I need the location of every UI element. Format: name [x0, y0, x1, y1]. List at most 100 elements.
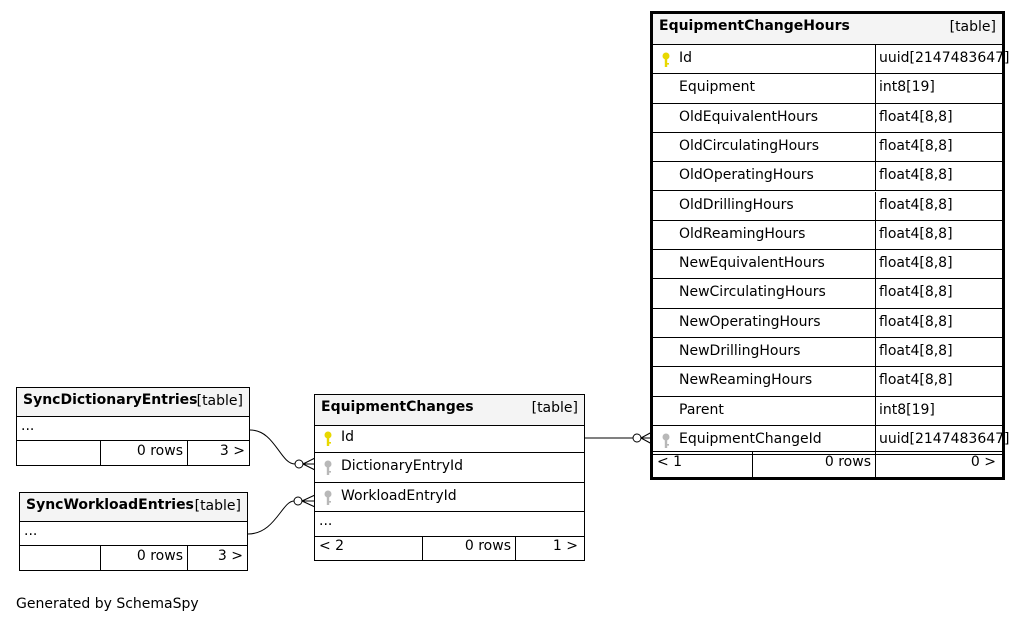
column-row[interactable]: Parent int8[19]: [653, 396, 1002, 426]
column-row[interactable]: DictionaryEntryId: [315, 453, 584, 483]
column-type: float4[8,8]: [879, 137, 953, 154]
children-count: 3 >: [217, 548, 243, 564]
column-type: int8[19]: [879, 401, 935, 418]
foreign-key-icon: [662, 433, 670, 448]
column-row[interactable]: OldDrillingHours float4[8,8]: [653, 191, 1002, 221]
column-name: OldCirculatingHours: [679, 137, 820, 154]
row-count: 0 rows: [136, 443, 183, 459]
column-type: int8[19]: [879, 79, 935, 96]
primary-key-icon: [662, 52, 670, 67]
column-type: float4[8,8]: [879, 255, 953, 272]
column-row[interactable]: Id: [315, 424, 584, 454]
table-syncworkloadentries[interactable]: SyncWorkloadEntries [table] ... 0 rows 3…: [19, 492, 248, 571]
table-ellipsis-row: ...: [17, 417, 249, 441]
column-name: NewDrillingHours: [679, 343, 801, 359]
column-name: NewReamingHours: [679, 372, 813, 389]
column-divider: [875, 338, 876, 368]
ellipsis: ...: [21, 418, 35, 434]
column-name: NewOperatingHours: [679, 313, 821, 330]
column-row[interactable]: OldOperatingHours float4[8,8]: [653, 162, 1002, 192]
primary-key-icon: [324, 431, 332, 446]
table-name: SyncWorkloadEntries: [26, 497, 194, 513]
table-header: EquipmentChangeHours [table]: [653, 14, 1002, 45]
table-kind: [table]: [194, 498, 241, 514]
column-divider: [875, 396, 876, 426]
column-divider: [875, 162, 876, 192]
column-name: Parent: [679, 401, 724, 418]
children-count: 0 >: [970, 454, 996, 470]
foreign-key-icon: [324, 460, 332, 476]
column-divider: [875, 425, 876, 456]
row-count: 0 rows: [824, 454, 871, 470]
table-ellipsis-row: ...: [20, 522, 247, 546]
children-count: 1 >: [552, 538, 578, 554]
table-kind: [table]: [196, 393, 243, 409]
ellipsis: ...: [319, 513, 333, 529]
table-kind: [table]: [531, 400, 578, 416]
column-type: float4[8,8]: [879, 313, 953, 330]
table-header: EquipmentChanges [table]: [315, 395, 584, 426]
column-name: OldOperatingHours: [679, 167, 814, 184]
children-count: 3 >: [219, 443, 245, 459]
column-type: float4[8,8]: [879, 108, 953, 125]
column-type: float4[8,8]: [879, 372, 953, 389]
table-header: SyncWorkloadEntries [table]: [20, 493, 247, 522]
column-name: Id: [679, 50, 693, 66]
column-name: DictionaryEntryId: [341, 458, 464, 475]
parents-count: < 1: [657, 454, 683, 470]
column-row[interactable]: OldCirculatingHours float4[8,8]: [653, 132, 1002, 163]
table-syncdictionaryentries[interactable]: SyncDictionaryEntries [table] ... 0 rows…: [16, 387, 250, 466]
column-type: float4[8,8]: [879, 196, 953, 213]
column-name: EquipmentChangeId: [679, 430, 822, 447]
column-divider: [875, 74, 876, 104]
column-type: float4[8,8]: [879, 284, 953, 301]
table-kind: [table]: [949, 19, 996, 35]
column-divider: [875, 279, 876, 309]
column-divider: [875, 191, 876, 221]
column-divider: [875, 45, 876, 75]
column-name: WorkloadEntryId: [341, 487, 457, 504]
column-row[interactable]: NewEquivalentHours float4[8,8]: [653, 250, 1002, 280]
column-divider: [875, 132, 876, 163]
relation-zero-marker: [632, 433, 642, 443]
table-name: EquipmentChanges: [321, 399, 474, 415]
column-row[interactable]: NewOperatingHours float4[8,8]: [653, 308, 1002, 338]
relation-crowfoot: [302, 457, 316, 471]
column-type: uuid[2147483647]: [879, 50, 1010, 66]
row-count: 0 rows: [464, 538, 511, 554]
column-divider: [875, 103, 876, 133]
column-row[interactable]: NewReamingHours float4[8,8]: [653, 367, 1002, 397]
column-row[interactable]: Id uuid[2147483647]: [653, 45, 1010, 75]
table-footer: 0 rows 3 >: [17, 441, 249, 465]
column-name: OldReamingHours: [679, 225, 806, 242]
column-type: float4[8,8]: [879, 343, 953, 359]
table-header: SyncDictionaryEntries [table]: [17, 388, 249, 417]
relation-zero-marker: [293, 496, 303, 506]
column-type: float4[8,8]: [879, 167, 953, 184]
relation-line-dictionary-to-changes: [249, 429, 296, 465]
table-footer: 0 rows 3 >: [20, 546, 247, 570]
column-divider: [875, 367, 876, 397]
column-divider: [875, 250, 876, 280]
column-divider: [875, 220, 876, 251]
column-name: OldEquivalentHours: [679, 108, 819, 125]
column-row[interactable]: NewDrillingHours float4[8,8]: [653, 338, 1002, 368]
table-footer: < 1 0 rows 0 >: [653, 451, 1002, 477]
foreign-key-icon: [324, 490, 332, 505]
generated-by-label: Generated by SchemaSpy: [16, 596, 199, 612]
relation-crowfoot: [301, 494, 316, 508]
row-count: 0 rows: [136, 548, 183, 564]
table-equipmentchangehours[interactable]: EquipmentChangeHours [table] Id uuid[2147…: [650, 11, 1010, 480]
column-name: NewEquivalentHours: [679, 255, 825, 272]
column-row[interactable]: WorkloadEntryId: [315, 483, 584, 512]
column-name: OldDrillingHours: [679, 196, 794, 213]
table-ellipsis-row: ...: [315, 512, 584, 537]
column-divider: [875, 308, 876, 338]
column-row[interactable]: OldEquivalentHours float4[8,8]: [653, 103, 1002, 133]
